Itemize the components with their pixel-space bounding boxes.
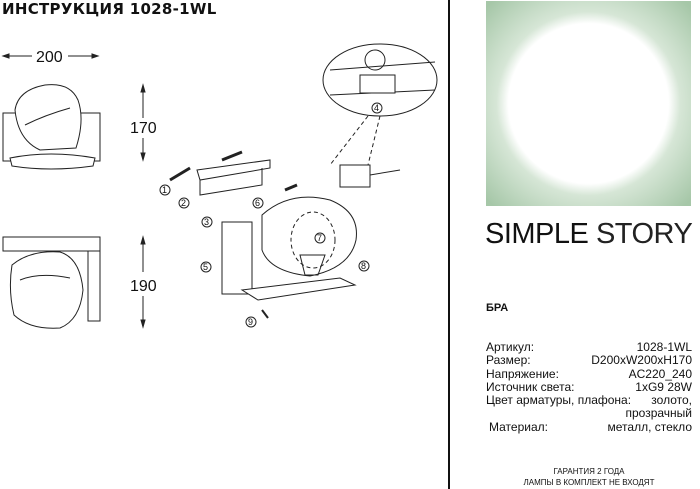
dimension-width: 200 [36, 49, 63, 66]
spec-value: прозрачный [625, 406, 692, 421]
lamp-body [221, 164, 401, 319]
callout-8: 8 [361, 261, 366, 271]
spec-row: прозрачный [486, 406, 692, 421]
spec-value: 1028-1WL [636, 340, 692, 354]
spec-value: AC220_240 [628, 366, 692, 381]
spec-value: золото, [651, 393, 692, 408]
spec-value: D200xW200xH170 [591, 353, 692, 368]
divider [448, 0, 450, 489]
spec-label: Размер: [486, 353, 531, 368]
spec-label: Цвет арматуры, плафона: [486, 393, 632, 408]
callout-2: 2 [181, 198, 186, 208]
spec-row: Артикул: 1028-1WL [486, 340, 692, 354]
footer-notes: ГАРАНТИЯ 2 ГОДА ЛАМПЫ В КОМПЛЕКТ НЕ ВХОД… [486, 466, 692, 488]
assembly-drawing: 200 170 190 [1, 43, 438, 329]
brand-word-simple: SIMPLE [485, 218, 589, 250]
specs-list: Артикул: 1028-1WL Размер: D200xW200xH170 Н… [486, 340, 692, 434]
spec-value: 1xG9 28W [635, 379, 692, 394]
warranty-note: ГАРАНТИЯ 2 ГОДА [553, 467, 625, 476]
brand-name: SIMPLE STORY [485, 218, 693, 251]
spec-row: Размер: D200xW200xH170 [486, 353, 692, 368]
spec-label: Артикул: [486, 340, 535, 354]
spec-value: металл, стекло [607, 419, 692, 434]
brand-word-story: STORY [595, 218, 693, 250]
lamps-note: ЛАМПЫ В КОМПЛЕКТ НЕ ВХОДЯТ [523, 478, 655, 487]
callout-1: 1 [162, 185, 167, 195]
spec-label: Напряжение: [486, 366, 559, 381]
callout-3: 3 [204, 217, 209, 227]
callout-5: 5 [203, 262, 208, 272]
callout-6: 6 [255, 198, 260, 208]
page-title: ИНСТРУКЦИЯ 1028-1WL [2, 0, 217, 18]
callout-4: 4 [374, 103, 379, 113]
brand-logo-image [486, 1, 691, 206]
height-dimension-top: 170 [130, 83, 157, 162]
height-dimension-side: 190 [130, 235, 157, 329]
mounting-bracket [169, 150, 298, 196]
callout-7: 7 [317, 233, 322, 243]
spec-label: Источник света: [486, 379, 575, 394]
side-view [2, 236, 101, 329]
front-view [2, 84, 101, 170]
dimension-height-side: 190 [130, 278, 157, 295]
spec-row: Материал: металл, стекло [486, 419, 692, 434]
spec-row: Цвет арматуры, плафона: золото, [486, 393, 692, 408]
callouts: 1 2 3 4 5 6 7 8 9 [159, 102, 383, 328]
spec-row: Напряжение: AC220_240 [486, 366, 692, 381]
dimension-height: 170 [130, 120, 157, 137]
spec-label: Материал: [489, 419, 548, 434]
callout-9: 9 [248, 317, 253, 327]
product-type: БРА [486, 302, 509, 314]
spec-row: Источник света: 1xG9 28W [486, 379, 692, 394]
width-dimension: 200 [1, 49, 100, 66]
wiring-detail [322, 43, 438, 166]
